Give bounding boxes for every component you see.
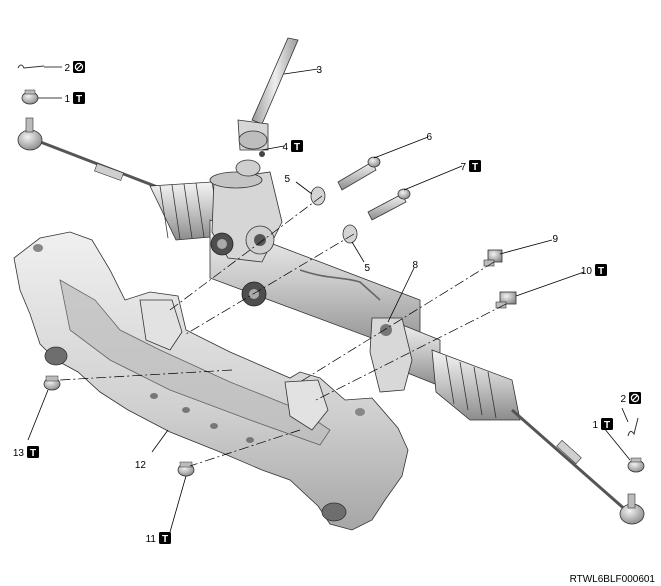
prohibit-icon-slash: [632, 395, 638, 401]
cotter-pin-right: [627, 417, 639, 437]
torque-icon-glyph: T: [472, 162, 478, 173]
torque-icon: [159, 532, 171, 544]
torque-icon: [27, 446, 39, 458]
callout-6: 6: [426, 132, 432, 143]
steering-gear-assembly: [17, 117, 645, 525]
callout-number: 8: [412, 260, 418, 271]
callout-number: 5: [284, 174, 290, 185]
alignment-lines: [59, 195, 507, 467]
torque-icon-glyph: T: [30, 448, 36, 459]
callout-9: 9: [552, 234, 558, 245]
bolt-10: [495, 291, 517, 309]
callout-number: 7: [460, 162, 466, 173]
callout-2: 2: [64, 61, 85, 74]
bolt-7: [367, 188, 411, 221]
bolt-6: [337, 156, 381, 191]
prohibit-icon-ring: [630, 393, 640, 403]
torque-icon: [469, 160, 481, 172]
callout-number: 3: [316, 65, 322, 76]
callout-13: 13 T: [13, 446, 39, 459]
nut-11: [177, 461, 195, 477]
callout-number: 1: [592, 420, 598, 431]
callout-5: 5: [284, 174, 290, 185]
washer-lower: [342, 224, 358, 244]
callout-3: 3: [316, 65, 322, 76]
callout-number: 4: [282, 142, 288, 153]
callout-number: 5: [364, 263, 370, 274]
callout-10: 10 T: [581, 264, 607, 277]
nut-right: [627, 457, 645, 473]
callout-number: 10: [581, 266, 593, 277]
washer-upper: [310, 186, 326, 206]
torque-icon-glyph: T: [604, 420, 610, 431]
image-code: RTWL6BLF000601: [570, 574, 656, 585]
torque-icon: [291, 140, 303, 152]
prohibit-icon-ring: [74, 62, 84, 72]
bolt-9: [483, 249, 503, 267]
nut-left: [21, 89, 39, 105]
callout-11: 11 T: [146, 532, 171, 545]
callout-5: 5: [364, 263, 370, 274]
torque-icon: [595, 264, 607, 276]
torque-icon-glyph: T: [76, 94, 82, 105]
callout-2: 2: [620, 392, 641, 405]
crossmember: [13, 231, 409, 531]
torque-icon-glyph: T: [294, 142, 300, 153]
callout-number: 13: [13, 448, 25, 459]
intermediate-shaft: [235, 37, 299, 177]
callout-number: 9: [552, 234, 558, 245]
callout-number: 11: [146, 534, 157, 545]
nut-13: [43, 375, 61, 391]
torque-icon-glyph: T: [162, 534, 168, 545]
callout-8: 8: [412, 260, 418, 271]
leader-lines: [27, 66, 631, 533]
callout-number: 2: [64, 63, 70, 74]
torque-icon: [73, 92, 85, 104]
callout-12: 12: [135, 460, 147, 471]
callout-number: 2: [620, 394, 626, 405]
torque-icon-glyph: T: [598, 266, 604, 277]
prohibit-icon-slash: [76, 64, 82, 70]
torque-icon: [601, 418, 613, 430]
callout-number: 12: [135, 460, 147, 471]
callout-number: 6: [426, 132, 432, 143]
cotter-pin-left: [17, 64, 45, 69]
callout-number: 1: [64, 94, 70, 105]
